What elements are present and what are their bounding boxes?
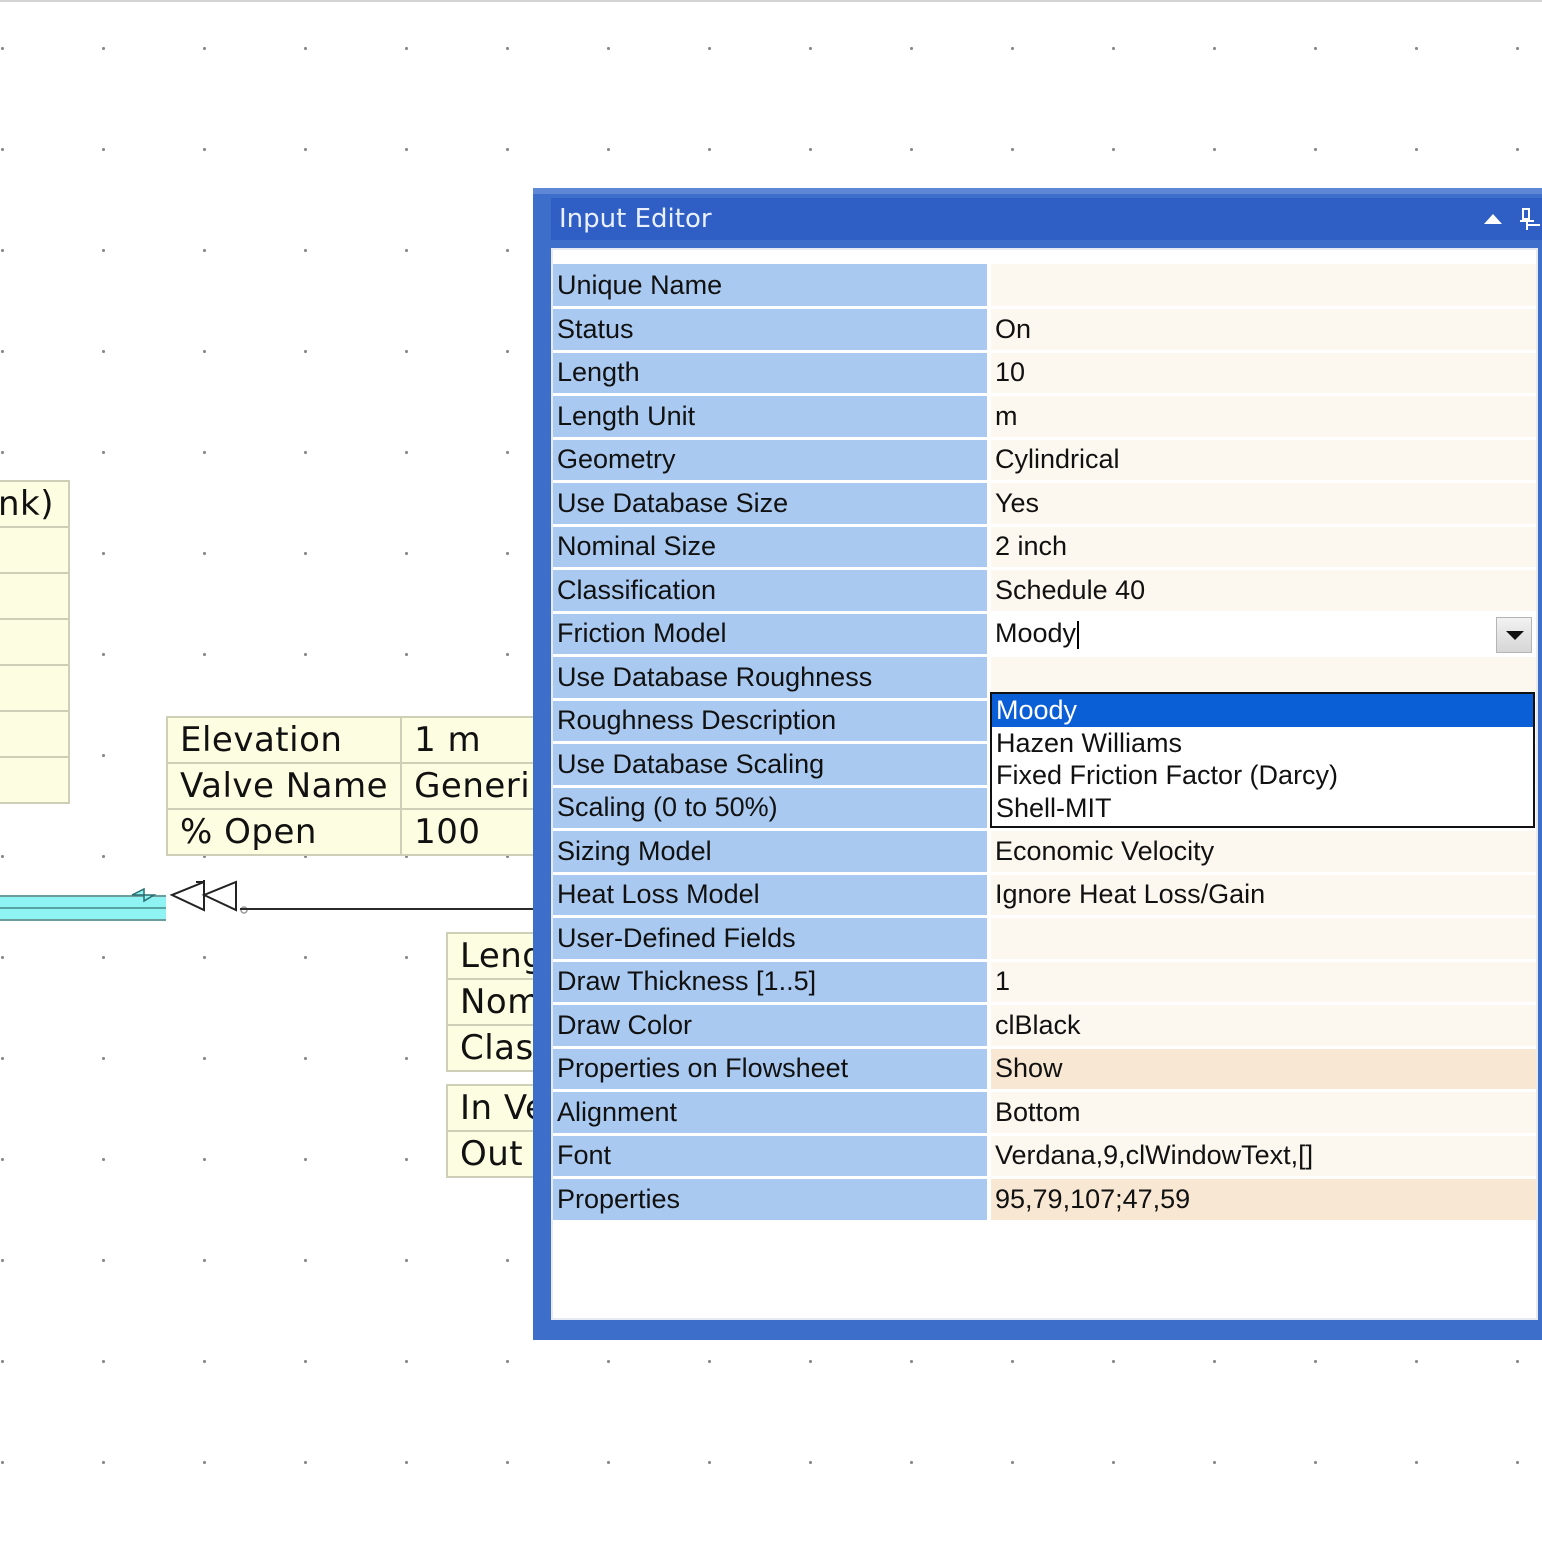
property-name: Roughness Description [553, 699, 991, 744]
property-name: Friction Model [553, 612, 991, 657]
property-value[interactable]: 1 [989, 960, 1536, 1005]
tank-label-row [0, 526, 70, 574]
property-value[interactable]: Bottom [989, 1090, 1536, 1136]
property-name: Status [553, 307, 991, 353]
valve-label-key: Valve Name [165, 762, 403, 810]
valve-label-value: 100 [400, 808, 545, 856]
property-value[interactable]: Yes [989, 481, 1536, 527]
dropdown-option-darcy[interactable]: Fixed Friction Factor (Darcy) [996, 760, 1339, 790]
valve-label-value: 1 m [400, 716, 545, 764]
property-value[interactable]: Ignore Heat Loss/Gain [989, 873, 1536, 918]
inlet-pipe[interactable] [0, 895, 166, 921]
property-row-friction-model[interactable]: Friction Model Moody [553, 612, 1536, 657]
property-name: Use Database Scaling [553, 742, 991, 788]
property-name: Scaling (0 to 50%) [553, 786, 991, 831]
property-name: Geometry [553, 438, 991, 483]
tank-property-label[interactable]: nk) [0, 480, 70, 804]
property-value[interactable]: Economic Velocity [989, 829, 1536, 875]
property-name: Use Database Roughness [553, 655, 991, 701]
property-name: Font [553, 1134, 991, 1179]
property-row[interactable]: User-Defined Fields [553, 916, 1536, 962]
property-value[interactable]: m [989, 394, 1536, 440]
panel-frame [533, 188, 1542, 194]
input-editor-title: Input Editor [559, 204, 712, 234]
collapse-icon[interactable] [1484, 214, 1502, 224]
friction-model-dropdown-list[interactable]: Moody Hazen Williams Fixed Friction Fact… [990, 692, 1535, 828]
valve-label-value: Generi [400, 762, 545, 810]
property-row[interactable]: Unique Name [553, 264, 1536, 309]
property-name: Properties [553, 1177, 991, 1223]
property-name: Classification [553, 568, 991, 614]
property-value[interactable]: Show [989, 1047, 1536, 1092]
dropdown-option-shell-mit[interactable]: Shell-MIT [996, 792, 1112, 823]
valve-icon[interactable] [130, 880, 250, 930]
property-row[interactable]: Draw Thickness [1..5]1 [553, 960, 1536, 1005]
property-name: Sizing Model [553, 829, 991, 875]
property-name: Length [553, 351, 991, 396]
dropdown-option-hazen-williams[interactable]: Hazen Williams [996, 727, 1183, 758]
valve-property-label[interactable]: Elevation 1 m Valve Name Generi % Open 1… [165, 716, 545, 856]
input-editor-titlebar[interactable]: Input Editor [551, 198, 1542, 240]
pin-icon[interactable] [1520, 208, 1534, 230]
property-name: User-Defined Fields [553, 916, 991, 962]
tank-label-row [0, 756, 70, 804]
titlebar-buttons [1484, 198, 1534, 240]
tank-label-row [0, 710, 70, 758]
property-name: Properties on Flowsheet [553, 1047, 991, 1092]
property-value[interactable]: On [989, 307, 1536, 353]
property-name: Alignment [553, 1090, 991, 1136]
dropdown-arrow-icon[interactable] [1496, 616, 1532, 653]
tank-label-row [0, 618, 70, 666]
property-value[interactable]: 95,79,107;47,59 [989, 1177, 1536, 1223]
property-value[interactable]: Schedule 40 [989, 568, 1536, 614]
pipe-centerline [0, 907, 166, 909]
property-name: Length Unit [553, 394, 991, 440]
text-caret [1077, 621, 1080, 650]
tank-label-row: nk) [0, 480, 70, 528]
property-value[interactable]: Verdana,9,clWindowText,[] [989, 1134, 1536, 1179]
property-value[interactable]: Cylindrical [989, 438, 1536, 483]
property-name: Nominal Size [553, 525, 991, 570]
flow-arrow-icon [131, 887, 157, 903]
property-value[interactable]: 2 inch [989, 525, 1536, 570]
property-value[interactable]: clBlack [989, 1003, 1536, 1049]
top-border [0, 0, 1542, 2]
property-name: Use Database Size [553, 481, 991, 527]
property-name: Unique Name [553, 264, 991, 309]
property-row[interactable]: Use Database Roughness [553, 655, 1536, 701]
tank-label-row [0, 572, 70, 620]
dropdown-option-moody[interactable]: Moody [992, 694, 1533, 727]
property-value[interactable] [989, 264, 1536, 309]
friction-model-input[interactable]: Moody [995, 618, 1077, 649]
valve-label-key: Elevation [165, 716, 403, 764]
outlet-pipe[interactable] [240, 908, 540, 910]
tank-label-row [0, 664, 70, 712]
property-name: Draw Color [553, 1003, 991, 1049]
valve-label-key: % Open [165, 808, 403, 856]
property-name: Heat Loss Model [553, 873, 991, 918]
property-name: Draw Thickness [1..5] [553, 960, 991, 1005]
property-value[interactable] [989, 916, 1536, 962]
property-value[interactable]: 10 [989, 351, 1536, 396]
friction-model-combobox[interactable]: Moody [989, 612, 1536, 657]
connection-node-icon [240, 906, 248, 914]
